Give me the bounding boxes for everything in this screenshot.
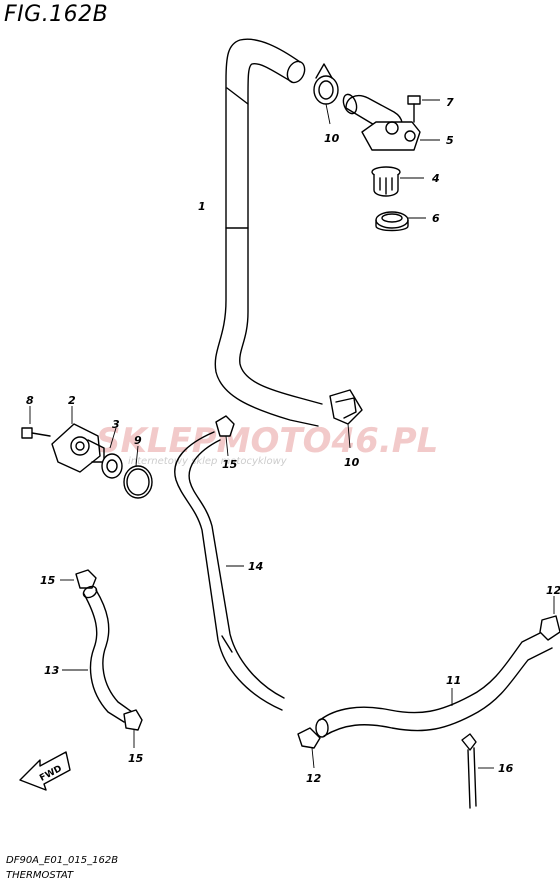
clamp-part-10-bottom <box>329 389 363 449</box>
hose-part-11 <box>315 629 553 738</box>
figure-title: FIG.162B <box>4 2 109 27</box>
callout-4: 4 <box>431 172 440 185</box>
watermark-subtext: internetowy sklep motocyklowy <box>128 456 288 467</box>
figure-name: THERMOSTAT <box>6 870 74 881</box>
callout-11: 11 <box>446 674 461 687</box>
watermark: SKLEPMOTO46.PL internetowy sklep motocyk… <box>96 421 438 467</box>
housing-part-2 <box>51 406 105 473</box>
callout-15-left-top: 15 <box>40 574 56 587</box>
callout-15-left-bottom: 15 <box>128 752 144 765</box>
bolt-part-8 <box>21 406 51 439</box>
seal-ring-part-6 <box>375 211 426 232</box>
callout-1: 1 <box>198 200 206 213</box>
callout-14: 14 <box>248 560 263 573</box>
callout-13: 13 <box>44 664 60 677</box>
callout-2: 2 <box>68 394 76 407</box>
o-ring-part-9 <box>123 445 153 499</box>
clamp-part-15-left-top <box>60 569 97 589</box>
bolt-part-7 <box>407 95 440 123</box>
figure-code: DF90A_E01_015_162B <box>6 855 119 866</box>
hose-part-1 <box>214 38 323 427</box>
callout-8: 8 <box>26 394 34 407</box>
hose-part-14 <box>174 431 285 711</box>
thermostat-cover-part-5 <box>342 93 440 151</box>
fwd-arrow: FWD <box>19 751 71 791</box>
callout-12-right: 12 <box>546 584 560 597</box>
clamp-part-12-right <box>539 596 560 641</box>
callout-7: 7 <box>446 96 454 109</box>
callout-16: 16 <box>498 762 514 775</box>
thermostat-part-4 <box>371 166 424 197</box>
clamp-part-15-left-bottom <box>123 709 143 748</box>
fitting-part-3 <box>101 427 123 479</box>
callout-15-mid: 15 <box>222 458 238 471</box>
callout-3: 3 <box>112 418 120 431</box>
callout-10-bottom: 10 <box>344 456 360 469</box>
watermark-text: SKLEPMOTO46.PL <box>96 421 438 461</box>
clamp-part-15-mid <box>215 415 235 457</box>
callout-5: 5 <box>446 134 454 147</box>
callout-6: 6 <box>432 212 440 225</box>
callout-12-bottom: 12 <box>306 772 322 785</box>
clamp-part-10-top <box>313 63 339 125</box>
callout-10-top: 10 <box>324 132 340 145</box>
hose-part-13 <box>62 585 133 723</box>
cable-tie-part-16 <box>461 733 494 809</box>
callout-9: 9 <box>134 434 142 447</box>
clamp-part-12-bottom <box>297 727 321 769</box>
